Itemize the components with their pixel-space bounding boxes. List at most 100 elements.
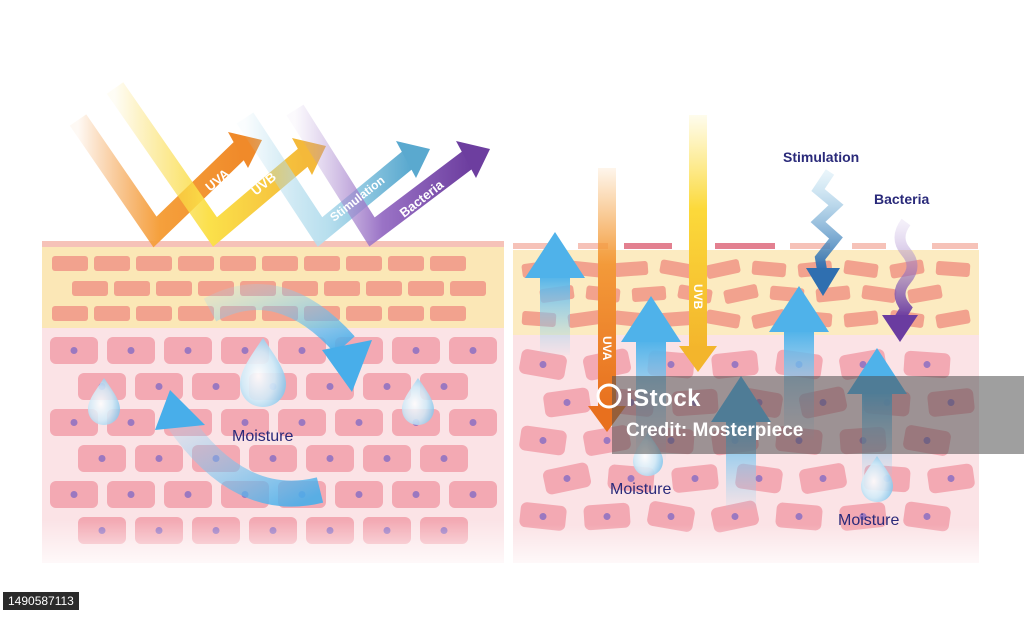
lipid-brick bbox=[156, 281, 192, 296]
right-moisture-label-2: Moisture bbox=[838, 512, 899, 529]
right-uvb-label: UVB bbox=[691, 284, 705, 310]
skin-cell bbox=[107, 337, 155, 364]
lipid-brick bbox=[705, 309, 741, 329]
lipid-brick bbox=[72, 281, 108, 296]
watermark-credit: Credit: Mosterpiece bbox=[626, 420, 804, 441]
right-uva-label: UVA bbox=[600, 336, 614, 361]
stimulation-reflect-arrow bbox=[236, 112, 430, 247]
skin-cell bbox=[107, 481, 155, 508]
skin-cell bbox=[647, 501, 695, 532]
lipid-brick bbox=[366, 281, 402, 296]
lipid-brick bbox=[346, 256, 382, 271]
lipid-brick bbox=[136, 256, 172, 271]
lipid-brick bbox=[220, 256, 256, 271]
skin-cell bbox=[799, 463, 847, 494]
lipid-brick bbox=[935, 309, 971, 329]
skin-cell bbox=[519, 425, 567, 456]
right-panel-damaged-skin: UVA UVB Stimulation Bacteria Moisture Mo… bbox=[513, 115, 979, 570]
lipid-brick bbox=[843, 260, 879, 278]
left-top-edge bbox=[42, 241, 504, 247]
skin-cell bbox=[164, 481, 212, 508]
bacteria-wavy-arrow bbox=[882, 218, 918, 342]
skin-cell bbox=[711, 350, 759, 379]
skin-cell bbox=[78, 445, 126, 472]
lipid-brick bbox=[430, 256, 466, 271]
skin-cell bbox=[775, 502, 823, 531]
skin-cell bbox=[583, 502, 631, 531]
water-drop-icon bbox=[633, 432, 663, 476]
skin-cell bbox=[50, 409, 98, 436]
skin-cell bbox=[335, 481, 383, 508]
skin-cell bbox=[363, 445, 411, 472]
skin-cell bbox=[903, 350, 951, 379]
lipid-brick bbox=[408, 281, 444, 296]
right-bottom-fade bbox=[513, 525, 979, 570]
skin-cell bbox=[306, 373, 354, 400]
skin-cell bbox=[839, 502, 887, 531]
uvb-penetrate-arrow bbox=[679, 115, 717, 372]
skin-cell bbox=[671, 464, 719, 493]
lipid-brick bbox=[907, 284, 943, 304]
water-drop-icon bbox=[88, 378, 120, 425]
lipid-brick bbox=[861, 285, 897, 303]
lipid-brick bbox=[935, 261, 971, 277]
skin-cell bbox=[221, 409, 269, 436]
skin-cell bbox=[392, 337, 440, 364]
skin-cell bbox=[543, 387, 591, 418]
watermark-banner bbox=[612, 376, 1024, 454]
skin-cell bbox=[420, 445, 468, 472]
lipid-brick bbox=[751, 260, 787, 278]
skin-cell bbox=[50, 481, 98, 508]
left-panel-healthy-skin: UVA UVB Stimulation Bacteria Moisture bbox=[42, 82, 504, 570]
lipid-brick bbox=[136, 306, 172, 321]
moisture-cycle-arrows bbox=[155, 284, 372, 507]
lipid-brick bbox=[723, 284, 759, 304]
lipid-brick bbox=[631, 286, 667, 302]
lipid-brick bbox=[613, 261, 649, 277]
skin-cell bbox=[306, 445, 354, 472]
lipid-brick bbox=[262, 256, 298, 271]
left-bottom-fade bbox=[42, 520, 504, 570]
lipid-brick bbox=[430, 306, 466, 321]
lipid-brick bbox=[94, 306, 130, 321]
skin-cell bbox=[927, 463, 975, 494]
skin-cell bbox=[449, 337, 497, 364]
water-drop-icon bbox=[402, 378, 434, 425]
skin-cell bbox=[903, 501, 951, 532]
right-stimulation-label: Stimulation bbox=[783, 149, 859, 165]
lipid-brick bbox=[52, 256, 88, 271]
skin-cell bbox=[392, 481, 440, 508]
right-bacteria-label: Bacteria bbox=[874, 191, 929, 207]
water-drop-icon bbox=[861, 456, 893, 502]
skin-cell bbox=[249, 445, 297, 472]
lipid-brick bbox=[346, 306, 382, 321]
water-drop-icon bbox=[240, 338, 286, 407]
skin-cell bbox=[420, 373, 468, 400]
lipid-brick bbox=[388, 306, 424, 321]
stock-id-badge: 1490587113 bbox=[3, 592, 79, 610]
skin-cell bbox=[192, 373, 240, 400]
right-moisture-label-1: Moisture bbox=[610, 481, 671, 498]
skin-cell bbox=[107, 409, 155, 436]
skin-cell bbox=[363, 373, 411, 400]
lipid-brick bbox=[659, 259, 695, 279]
bacteria-reflect-arrow bbox=[286, 104, 490, 247]
left-moisture-label: Moisture bbox=[232, 428, 293, 445]
lipid-brick bbox=[324, 281, 360, 296]
skin-cell bbox=[449, 481, 497, 508]
istock-logo-icon bbox=[596, 383, 622, 409]
left-water-drops bbox=[88, 338, 434, 425]
lipid-brick bbox=[178, 306, 214, 321]
lipid-brick bbox=[94, 256, 130, 271]
skin-cell bbox=[50, 337, 98, 364]
lipid-brick bbox=[178, 256, 214, 271]
skin-cell bbox=[519, 502, 567, 531]
lipid-brick bbox=[304, 256, 340, 271]
lipid-brick bbox=[114, 281, 150, 296]
skin-cell bbox=[164, 337, 212, 364]
skin-cell bbox=[278, 337, 326, 364]
lipid-brick bbox=[388, 256, 424, 271]
stimulation-zigzag-arrow bbox=[806, 169, 844, 296]
skin-cell bbox=[519, 349, 567, 380]
lipid-brick bbox=[450, 281, 486, 296]
